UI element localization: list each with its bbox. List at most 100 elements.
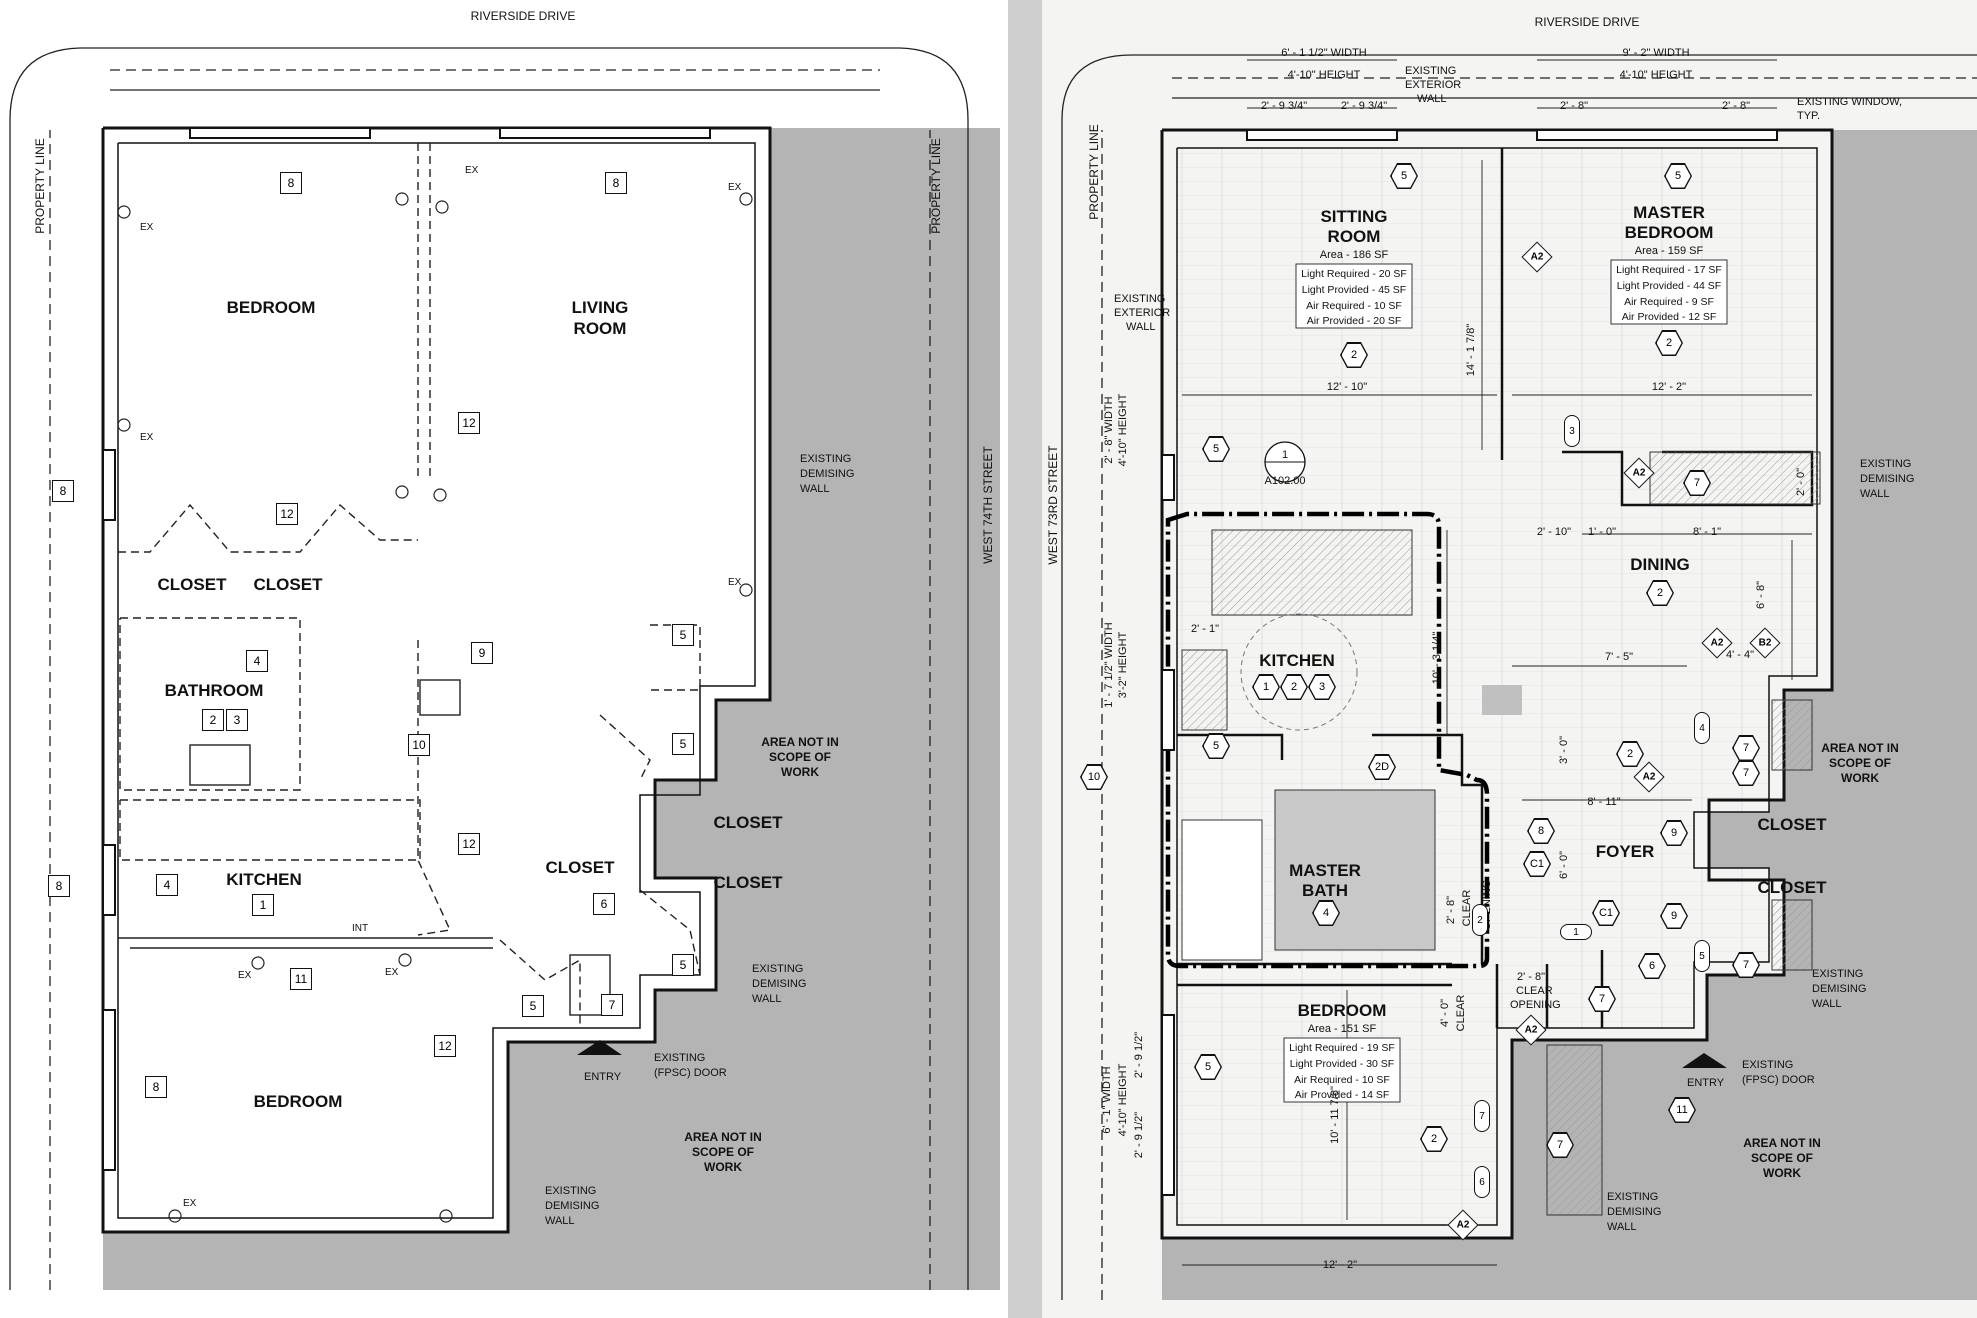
tag-8: 8 bbox=[145, 1076, 167, 1098]
tag-11: 11 bbox=[290, 968, 312, 990]
entry-label: ENTRY bbox=[1687, 1077, 1725, 1089]
out-scope-1c: WORK bbox=[781, 765, 819, 779]
diamond-tag: A2 bbox=[1623, 457, 1655, 489]
existing-window-b: TYP. bbox=[1797, 110, 1820, 122]
out-scope-2a: AREA NOT IN bbox=[684, 1130, 762, 1144]
hex-tag: 2 bbox=[1616, 741, 1644, 767]
oval-tag: 2 bbox=[1472, 904, 1488, 936]
hex-tag: C1 bbox=[1592, 900, 1620, 926]
demising-c1: EXISTING bbox=[1607, 1191, 1658, 1203]
out-scope-1a: AREA NOT IN bbox=[761, 735, 839, 749]
hex-tag: C1 bbox=[1523, 851, 1551, 877]
room-kitchen: KITCHEN bbox=[1259, 651, 1335, 670]
demising-b1: EXISTING bbox=[1812, 968, 1863, 980]
room-foyer: FOYER bbox=[1596, 842, 1655, 861]
dim: 6' - 8" bbox=[1755, 581, 1767, 609]
diamond-tag: A2 bbox=[1701, 627, 1733, 659]
room-kitchen: KITCHEN bbox=[226, 870, 302, 889]
hex-tag: 9 bbox=[1660, 903, 1688, 929]
ex-marker: EX bbox=[728, 182, 742, 193]
ext-wall-b: EXTERIOR bbox=[1405, 79, 1461, 91]
tag-3: 3 bbox=[226, 709, 248, 731]
demising-a3: WALL bbox=[1860, 488, 1890, 500]
tag-8: 8 bbox=[605, 172, 627, 194]
property-line-right-sheet: PROPERTY LINE bbox=[1087, 124, 1101, 220]
fpsc-b: (FPSC) DOOR bbox=[1742, 1074, 1815, 1086]
ex-marker: EX bbox=[465, 165, 479, 176]
sitting-light-1: Light Provided - 45 SF bbox=[1302, 284, 1406, 296]
dim: 2' - 8" bbox=[1560, 100, 1588, 112]
diamond-tag: B2 bbox=[1749, 627, 1781, 659]
sitting-light-2: Air Required - 10 SF bbox=[1306, 300, 1402, 312]
tag-8: 8 bbox=[52, 480, 74, 502]
dim: 2' - 0" bbox=[1795, 468, 1807, 496]
hex-tag: 2 bbox=[1280, 674, 1308, 700]
demising-note-3b: DEMISING bbox=[545, 1200, 599, 1212]
out-scope-2b: SCOPE OF bbox=[692, 1145, 754, 1159]
dim: 8' - 11" bbox=[1587, 796, 1620, 808]
clear-op-2: CLEAR bbox=[1516, 985, 1553, 997]
room-closet-5: CLOSET bbox=[714, 873, 784, 892]
hex-tag: 2 bbox=[1420, 1126, 1448, 1152]
apartment-walls bbox=[101, 126, 772, 1234]
hex-tag: 5 bbox=[1202, 436, 1230, 462]
tag-12: 12 bbox=[458, 412, 480, 434]
dim: 2' - 1" bbox=[1191, 623, 1219, 635]
ext-wall2-a: EXISTING bbox=[1114, 293, 1165, 305]
apartment-walls bbox=[1160, 128, 1834, 1240]
hex-tag: 2 bbox=[1655, 330, 1683, 356]
dim: 4'-10" HEIGHT bbox=[1620, 69, 1693, 81]
dim: 1' - 0" bbox=[1588, 526, 1616, 538]
tag-1: 1 bbox=[252, 894, 274, 916]
out-of-scope-area bbox=[103, 128, 1000, 1290]
dim: 1' - 7 1/2" WIDTH bbox=[1103, 622, 1115, 708]
dim: 12' - 2" bbox=[1323, 1259, 1357, 1271]
fpsc-a: EXISTING bbox=[1742, 1059, 1793, 1071]
bedroom-light-0: Light Required - 19 SF bbox=[1289, 1042, 1395, 1054]
room-closet-1: CLOSET bbox=[158, 575, 228, 594]
tag-5: 5 bbox=[672, 954, 694, 976]
room-bedroom-bottom: BEDROOM bbox=[254, 1092, 343, 1111]
outlet-icons bbox=[117, 192, 753, 1223]
dim: 10' - 3 1/4" bbox=[1431, 632, 1443, 685]
ext-wall2-c: WALL bbox=[1126, 321, 1156, 333]
dim: 2' - 8" bbox=[1722, 100, 1750, 112]
proposed-plan-sheet: RIVERSIDE DRIVE PROPERTY LINE WEST 73RD … bbox=[1042, 0, 1977, 1318]
room-closet-b: CLOSET bbox=[1758, 878, 1828, 897]
room-living-line2: ROOM bbox=[574, 319, 627, 338]
entry-arrow-icon bbox=[577, 1040, 622, 1055]
dim: 3' - 0" bbox=[1558, 736, 1570, 764]
hex-tag: 2 bbox=[1646, 580, 1674, 606]
out-scope-2c: WORK bbox=[704, 1160, 742, 1174]
dim: 6' - 1 1/2" WIDTH bbox=[1281, 47, 1367, 59]
out-scope-r2c: WORK bbox=[1763, 1166, 1801, 1180]
sitting-light-0: Light Required - 20 SF bbox=[1301, 268, 1407, 280]
fpsc-door-a: EXISTING bbox=[654, 1052, 705, 1064]
clear-label-v: CLEAR bbox=[1461, 890, 1473, 927]
bedroom-light-3: Air Provided - 14 SF bbox=[1295, 1089, 1390, 1101]
dim: 2' - 9 1/2" bbox=[1133, 1032, 1145, 1078]
master-light-3: Air Provided - 12 SF bbox=[1622, 311, 1717, 323]
oval-tag: 6 bbox=[1474, 1166, 1490, 1198]
demising-note-2b: DEMISING bbox=[752, 978, 806, 990]
tag-12: 12 bbox=[276, 503, 298, 525]
hex-tag: 7 bbox=[1546, 1132, 1574, 1158]
room-bath-2: BATH bbox=[1302, 881, 1348, 900]
bedroom-light-2: Air Required - 10 SF bbox=[1294, 1074, 1390, 1086]
room-bath-1: MASTER bbox=[1289, 861, 1361, 880]
bedroom-area: Area - 151 SF bbox=[1308, 1023, 1377, 1035]
fpsc-door-b: (FPSC) DOOR bbox=[654, 1067, 727, 1079]
tag-12: 12 bbox=[458, 833, 480, 855]
tag-12: 12 bbox=[434, 1035, 456, 1057]
clear-op-3: OPENING bbox=[1510, 999, 1561, 1011]
hex-tag: 7 bbox=[1732, 760, 1760, 786]
dim: 2' - 8" bbox=[1445, 896, 1457, 924]
dim: 2' - 9 3/4" bbox=[1341, 100, 1387, 112]
oval-tag: 1 bbox=[1560, 924, 1592, 940]
dim: 4'-10" HEIGHT bbox=[1288, 69, 1361, 81]
dim: 2' - 9 3/4" bbox=[1261, 100, 1307, 112]
demising-note-1b: DEMISING bbox=[800, 468, 854, 480]
clear-word-v2: CLEAR bbox=[1455, 995, 1467, 1032]
room-sitting-2: ROOM bbox=[1328, 227, 1381, 246]
tag-5: 5 bbox=[672, 624, 694, 646]
